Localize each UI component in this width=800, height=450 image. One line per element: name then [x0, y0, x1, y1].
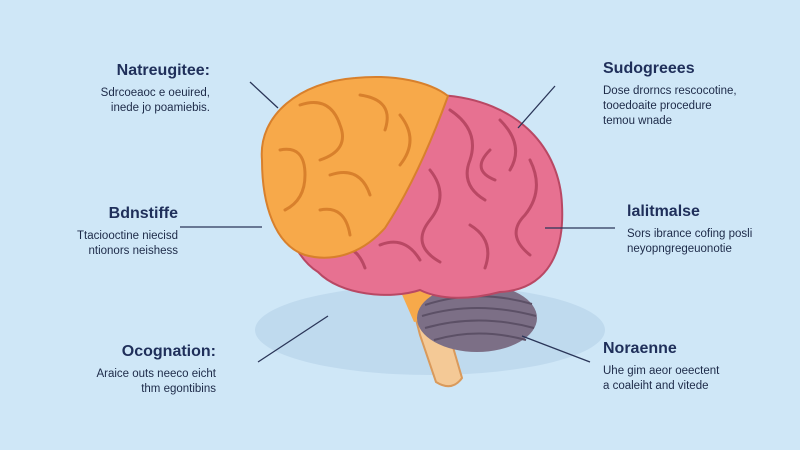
label-line: Uhe gim aeor oeectent [603, 365, 720, 377]
label-title: Noraenne [603, 340, 677, 357]
label-line: Sdrcoeaoc e oeuired, [100, 87, 210, 99]
label-line: ntionors neishess [88, 245, 179, 257]
label-bottom-left: Ocognation: Araice outs neeco eicht thm … [26, 343, 216, 397]
label-line: neyopngregeuonotie [627, 243, 732, 255]
label-title: lalitmalse [627, 203, 700, 220]
label-line: Dose drorncs rescocotine, [603, 85, 737, 97]
leader-line-top-left [249, 81, 279, 109]
leader-line-top-right [517, 85, 556, 129]
cerebellum [417, 284, 537, 352]
label-title: Sudogreees [603, 60, 695, 77]
label-top-right: Sudogreees Dose drorncs rescocotine, too… [603, 60, 793, 129]
frontal-lobe [260, 75, 450, 259]
label-title: Ocognation: [121, 343, 216, 360]
leader-lines [180, 81, 615, 363]
label-line: Araice outs neeco eicht [96, 368, 216, 380]
label-top-left: Natreugitee: Sdrcoeaoc e oeuired, inede … [20, 62, 210, 116]
label-line: tooedoaite procedure [603, 100, 712, 112]
label-mid-right: lalitmalse Sors ibrance cofing posli ney… [627, 203, 800, 257]
label-line: Sors ibrance cofing posli [627, 228, 753, 240]
frontal-folds [278, 93, 412, 237]
label-mid-left: Bdnstiffe Ttaciooctine niecisd ntionors … [0, 205, 178, 259]
label-title: Bdnstiffe [108, 205, 178, 222]
label-line: inede jo poamiebis. [110, 102, 210, 114]
leader-line-bottom-right [521, 335, 591, 363]
label-line: a coaleiht and vitede [603, 380, 709, 392]
label-line: temou wnade [603, 115, 673, 127]
label-line: Ttaciooctine niecisd [77, 230, 178, 242]
cortex-folds [328, 108, 538, 270]
label-title: Natreugitee: [116, 62, 210, 79]
leader-line-bottom-left [257, 315, 329, 363]
label-bottom-right: Noraenne Uhe gim aeor oeectent a coaleih… [603, 340, 793, 394]
label-line: thm egontibins [141, 383, 216, 395]
